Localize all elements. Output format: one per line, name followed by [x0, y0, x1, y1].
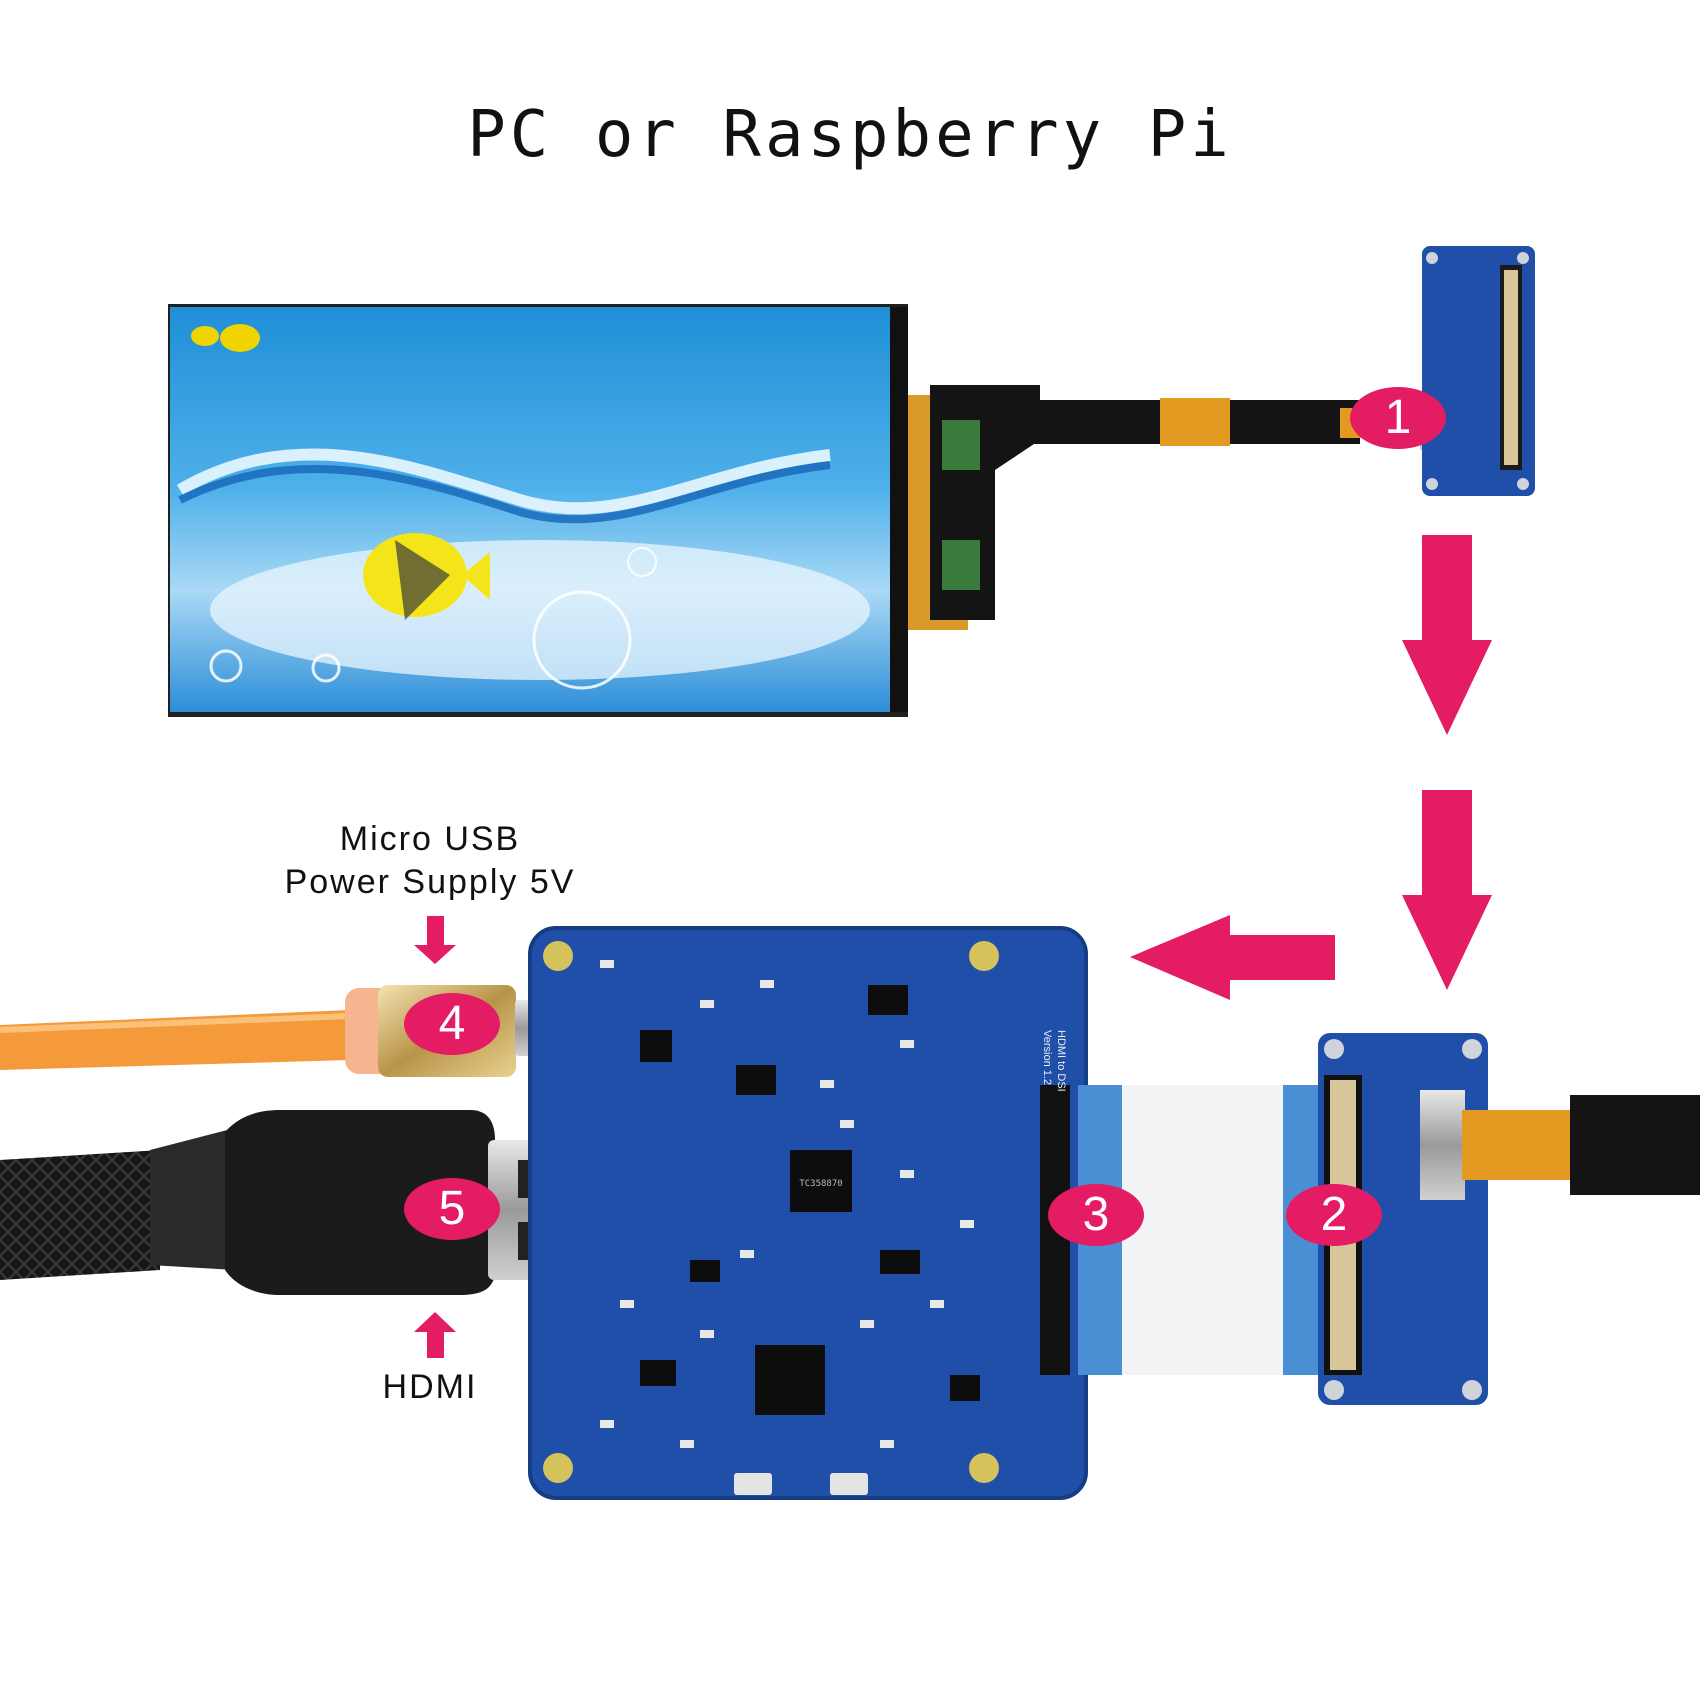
step-badge-3: 3 [1048, 1184, 1144, 1246]
hdmi-to-dsi-board: TC358870 HDMI to DSI Version 1.2 [528, 926, 1088, 1500]
bubble-icon [209, 649, 243, 683]
bubble-icon [627, 547, 657, 577]
adapter-board-bottom [1318, 1033, 1700, 1405]
mounting-hole [969, 1453, 999, 1483]
step-badge-1: 1 [1350, 387, 1446, 449]
step-badge-5: 5 [404, 1178, 500, 1240]
step-badge-2: 2 [1286, 1184, 1382, 1246]
mounting-hole [543, 1453, 573, 1483]
arrow-down-icon [414, 916, 456, 964]
arrow-up-icon [414, 1312, 456, 1358]
hdmi-label: HDMI [382, 1368, 478, 1406]
micro-usb-label: Micro USB Power Supply 5V [240, 818, 620, 904]
board-silkscreen: Version 1.2 [1041, 1030, 1053, 1085]
bubble-icon [311, 653, 341, 683]
micro-usb-label-line2: Power Supply 5V [284, 863, 576, 901]
small-fish-icon [191, 324, 260, 352]
mounting-hole [543, 941, 573, 971]
tactile-button [734, 1473, 772, 1495]
page-title: PC or Raspberry Pi [467, 98, 1233, 172]
mounting-hole [969, 941, 999, 971]
step-badge-4: 4 [404, 993, 500, 1055]
bubble-icon [532, 590, 632, 690]
arrow-down-icon [1402, 790, 1492, 990]
lcd-display [168, 304, 908, 717]
chip-marking: TC358870 [799, 1179, 842, 1189]
arrow-left-icon [1130, 915, 1335, 1000]
main-chip [790, 1150, 852, 1212]
micro-usb-label-line1: Micro USB [339, 820, 521, 858]
fish-icon [363, 533, 490, 620]
adapter-board-top [1422, 246, 1535, 496]
board-silkscreen: HDMI to DSI [1055, 1030, 1067, 1092]
tactile-button [830, 1473, 868, 1495]
arrow-down-icon [1402, 535, 1492, 735]
